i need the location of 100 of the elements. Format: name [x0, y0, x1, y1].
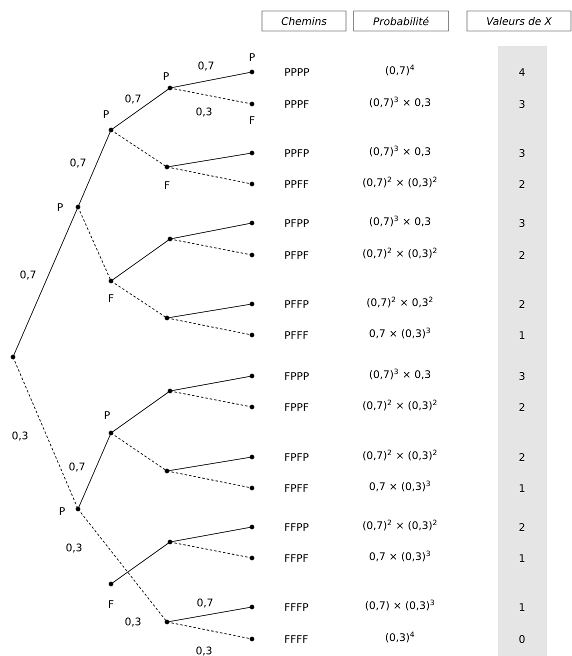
value-text: 2: [519, 523, 524, 531]
path-text: PPPF: [285, 100, 309, 108]
probability-text: 0,7 × (0,3)$^{3}$: [370, 480, 430, 492]
probability-text: 0,7 × (0,3)$^{3}$: [370, 550, 430, 562]
branch-line: [166, 318, 252, 336]
path-text: FFPP: [285, 523, 308, 531]
probability-text: (0,7)$^{3}$ × 0,3: [370, 146, 430, 156]
node-letter: F: [109, 600, 114, 608]
value-text: 1: [520, 603, 524, 611]
probability-text: (0,7)$^{4}$: [386, 64, 414, 76]
branch-line: [170, 72, 252, 88]
path-text: PFPP: [285, 219, 309, 227]
value-text: 2: [519, 300, 524, 308]
path-text: FFPF: [285, 554, 308, 562]
branch-line: [166, 456, 252, 472]
branch-line: [170, 376, 252, 392]
value-text: 2: [519, 403, 524, 411]
probability-text: (0,7)$^{2}$ × 0,3$^{2}$: [367, 296, 432, 308]
path-text: FPFP: [285, 453, 308, 461]
branch-line: [170, 222, 252, 240]
branch-line: [78, 130, 112, 208]
path-text: PPFP: [285, 149, 309, 157]
path-text: FPFF: [285, 484, 308, 492]
probability-text: (0,7)$^{2}$ × (0,3)$^{2}$: [363, 248, 436, 258]
probability-text: (0,7)$^{3}$ × 0,3: [370, 96, 430, 108]
branch-line: [110, 390, 170, 434]
path-text: PPFF: [285, 180, 308, 188]
value-text: 3: [519, 219, 524, 227]
path-text: FPPF: [285, 403, 308, 411]
edge-label: 0,7: [68, 462, 86, 472]
value-text: 2: [519, 251, 524, 259]
branch-line: [166, 152, 252, 168]
node-letter: P: [250, 53, 255, 61]
edge-label: 0,7: [196, 60, 216, 72]
path-text: PFFP: [285, 300, 308, 308]
branch-line: [166, 606, 252, 622]
value-text: 1: [520, 554, 524, 562]
path-text: PFPF: [285, 251, 308, 259]
value-text: 3: [519, 372, 524, 380]
edge-label: 0,7: [68, 158, 88, 168]
branch-line: [170, 390, 252, 408]
node-letter: P: [104, 110, 109, 118]
branch-line: [110, 238, 170, 282]
path-text: PPPP: [285, 68, 310, 76]
value-text: 2: [519, 180, 524, 188]
branch-line: [110, 542, 170, 584]
path-text: FPPP: [285, 372, 309, 380]
branch-line: [170, 88, 252, 104]
branch-line: [12, 356, 78, 510]
probability-text: (0,3)$^{4}$: [386, 632, 414, 642]
branch-line: [166, 166, 252, 184]
branch-line: [170, 526, 252, 542]
node-letter: P: [164, 72, 169, 80]
branch-line: [110, 280, 168, 318]
branch-line: [110, 130, 168, 168]
branch-line: [110, 88, 170, 130]
value-text: 4: [519, 68, 525, 76]
header-box: Probabilité: [353, 10, 449, 32]
header-box: Valeurs de X: [466, 10, 572, 32]
branch-line: [78, 206, 112, 282]
branch-line: [166, 622, 252, 640]
header-box: Chemins: [262, 10, 346, 32]
branch-line: [166, 304, 252, 318]
node-letter: P: [60, 507, 65, 515]
branch-line: [78, 508, 168, 622]
value-text: 3: [519, 100, 524, 108]
probability-text: (0,7)$^{2}$ × (0,3)$^{2}$: [363, 450, 436, 460]
edge-label: 0,3: [64, 542, 84, 554]
value-text: 1: [520, 484, 524, 492]
branch-line: [166, 470, 252, 488]
probability-text: (0,7)$^{2}$ × (0,3)$^{2}$: [363, 400, 436, 410]
path-text: FFFF: [285, 635, 308, 643]
edge-label: 0,7: [18, 270, 38, 280]
probability-label: 0,3: [125, 618, 140, 626]
value-text: 2: [519, 453, 524, 461]
probability-text: (0,7)$^{2}$ × (0,3)$^{2}$: [363, 176, 436, 188]
value-text: 1: [520, 331, 524, 339]
branch-line: [78, 432, 112, 510]
edge-label: 0,3: [10, 430, 30, 442]
branch-line: [170, 542, 252, 558]
edge-label: 0,7: [196, 598, 214, 608]
edge-label: 0,7: [124, 94, 142, 104]
probability-text: (0,7) × (0,3)$^{3}$: [366, 600, 434, 610]
node-letter: F: [165, 181, 170, 189]
probability-text: (0,7)$^{2}$ × (0,3)$^{2}$: [363, 520, 436, 530]
node-letter: F: [109, 294, 114, 302]
branch-line: [170, 238, 252, 256]
node-letter: P: [104, 411, 110, 419]
path-text: FFFP: [285, 603, 308, 611]
value-text: 0: [519, 635, 525, 643]
path-text: PFFF: [285, 331, 308, 339]
value-text: 3: [519, 149, 524, 157]
branch-line: [12, 206, 78, 358]
node-letter: P: [58, 203, 63, 211]
edge-label: 0,3: [194, 646, 214, 656]
branch-line: [110, 432, 168, 472]
node-letter: F: [250, 116, 254, 124]
probability-text: (0,7)$^{3}$ × 0,3: [370, 216, 430, 226]
edge-label: 0,3: [194, 106, 214, 118]
probability-text: (0,7)$^{3}$ × 0,3: [370, 368, 430, 380]
